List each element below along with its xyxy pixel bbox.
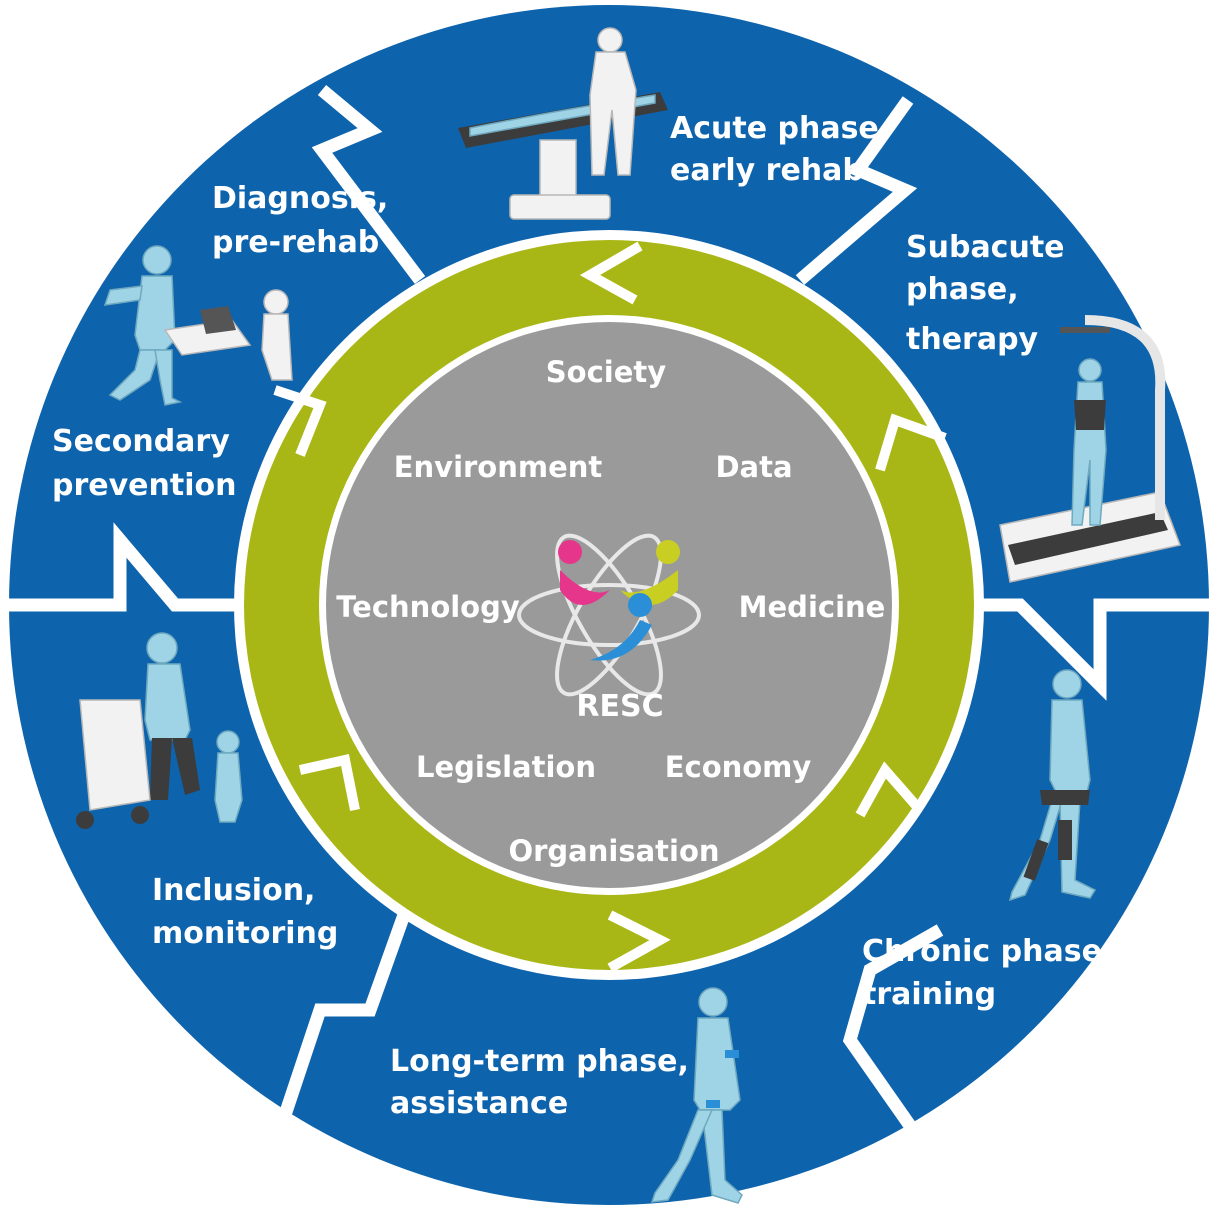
runner-and-desk-icon [103, 245, 293, 406]
phase-longterm-label: Long-term phase, assistance [390, 1044, 699, 1121]
exoskeleton-walker-icon [1008, 669, 1097, 902]
phase-subacute-label: Subacute phase, therapy [906, 230, 1075, 357]
topic-economy: Economy [665, 750, 812, 784]
topic-environment: Environment [394, 450, 603, 484]
patient-on-bed-icon [458, 27, 668, 220]
topic-medicine: Medicine [739, 590, 886, 624]
treadmill-harness-icon [999, 315, 1182, 583]
phase-acute-label: Acute phase, early rehab [670, 111, 901, 188]
phase-inclusion-label: Inclusion, monitoring [152, 873, 338, 951]
grey-disc [326, 322, 892, 888]
phase-chronic-label: Chronic phase, training [862, 934, 1124, 1012]
wearable-sensor-walker-icon [650, 987, 743, 1204]
phase-separators [0, 85, 1218, 1163]
topic-legislation: Legislation [416, 750, 596, 784]
topic-data: Data [715, 450, 792, 484]
topic-organisation: Organisation [508, 834, 719, 868]
phase-diagnosis-label: Diagnosis, pre-rehab [212, 181, 399, 260]
stroller-walker-icon [76, 632, 243, 829]
cycle-arrows [273, 241, 947, 973]
resc-logo-icon [517, 533, 701, 697]
center-label: RESC [576, 689, 663, 724]
topic-society: Society [546, 355, 666, 389]
topic-technology: Technology [336, 590, 520, 624]
phase-secondary-prevention-label: Secondary prevention [52, 424, 240, 503]
